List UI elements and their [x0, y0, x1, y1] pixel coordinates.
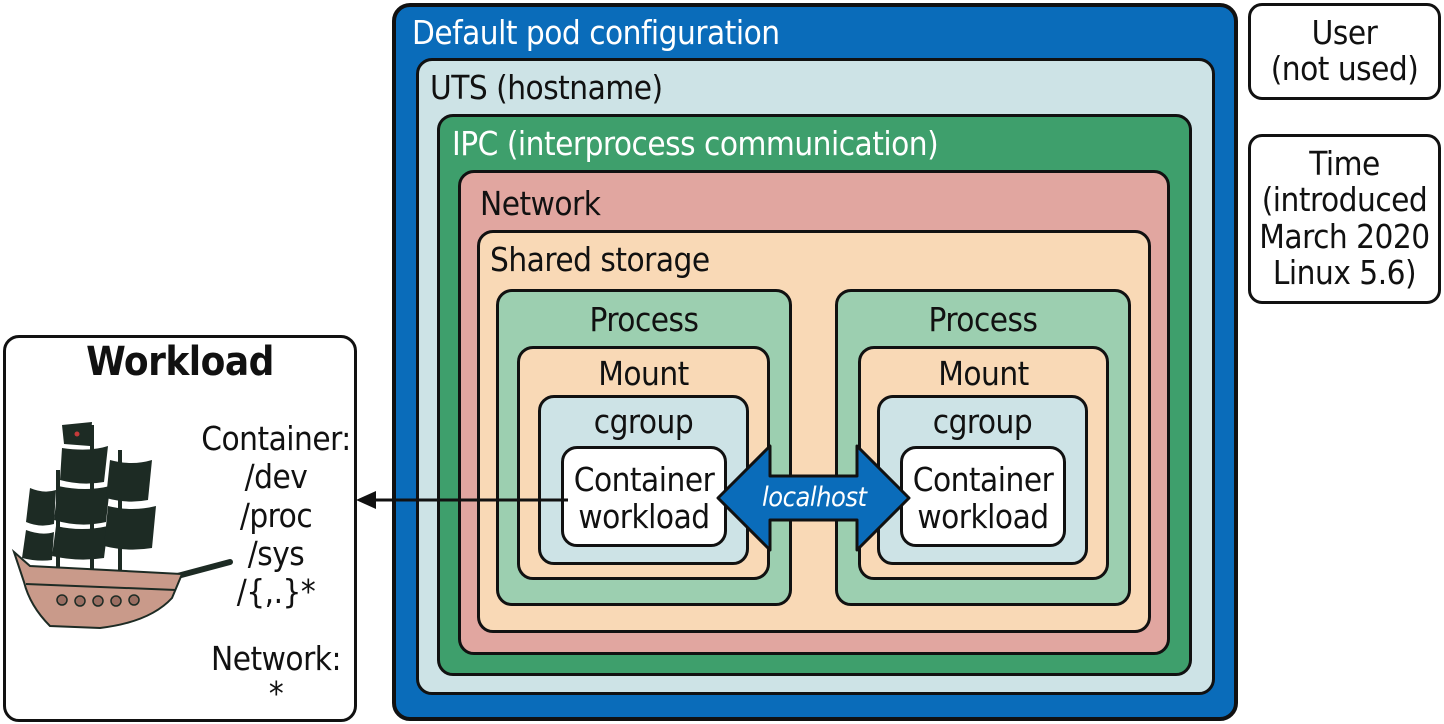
left-cgroup-label: cgroup — [593, 402, 694, 441]
workload-network: Network: * — [196, 639, 356, 713]
network-label-workload: Network: — [211, 639, 341, 678]
user-namespace-label: User (not used) — [1248, 15, 1441, 86]
right-workload-line1: Container — [912, 460, 1054, 499]
left-workload-line2: workload — [578, 497, 710, 537]
user-line1: User — [1311, 13, 1378, 52]
right-container-workload-label: Container workload — [900, 461, 1066, 536]
workload-title: Workload — [86, 339, 274, 385]
path-dev: /dev — [244, 457, 308, 497]
path-proc: /proc — [239, 495, 313, 535]
network-value: * — [268, 673, 284, 713]
right-process-label: Process — [928, 300, 1039, 339]
left-workload-line1: Container — [573, 460, 715, 499]
ipc-label: IPC (interprocess communication) — [452, 124, 939, 163]
network-label: Network — [480, 184, 601, 223]
left-mount-label: Mount — [598, 354, 689, 393]
uts-label: UTS (hostname) — [430, 68, 663, 107]
time-line1: Time — [1309, 144, 1380, 183]
left-container-workload-label: Container workload — [561, 461, 727, 536]
container-label: Container: — [201, 419, 351, 458]
time-line4: Linux 5.6) — [1272, 252, 1417, 292]
left-container-workload-box — [561, 446, 727, 547]
pirate-ship-icon — [11, 422, 233, 630]
shared-storage-label: Shared storage — [490, 240, 710, 279]
left-process-label: Process — [589, 300, 700, 339]
right-cgroup-label: cgroup — [932, 402, 1033, 441]
right-container-workload-box — [900, 446, 1066, 547]
right-mount-label: Mount — [938, 354, 1029, 393]
path-sys: /sys — [247, 533, 305, 573]
workload-container-list: Container: /dev /proc /sys /{,.}* — [196, 419, 356, 612]
user-line2: (not used) — [1270, 48, 1419, 88]
path-dotfiles: /{,.}* — [236, 572, 316, 612]
right-workload-line2: workload — [917, 497, 1049, 537]
time-line2: (introduced — [1261, 180, 1428, 220]
localhost-label: localhost — [762, 482, 867, 513]
pod-title: Default pod configuration — [412, 13, 780, 52]
double-arrow-icon — [716, 444, 911, 552]
time-namespace-box — [1248, 134, 1441, 304]
time-namespace-label: Time (introduced March 2020 Linux 5.6) — [1248, 144, 1441, 292]
time-line3: March 2020 — [1259, 216, 1430, 256]
user-namespace-box — [1248, 3, 1441, 100]
arrow-left-icon — [356, 491, 568, 509]
